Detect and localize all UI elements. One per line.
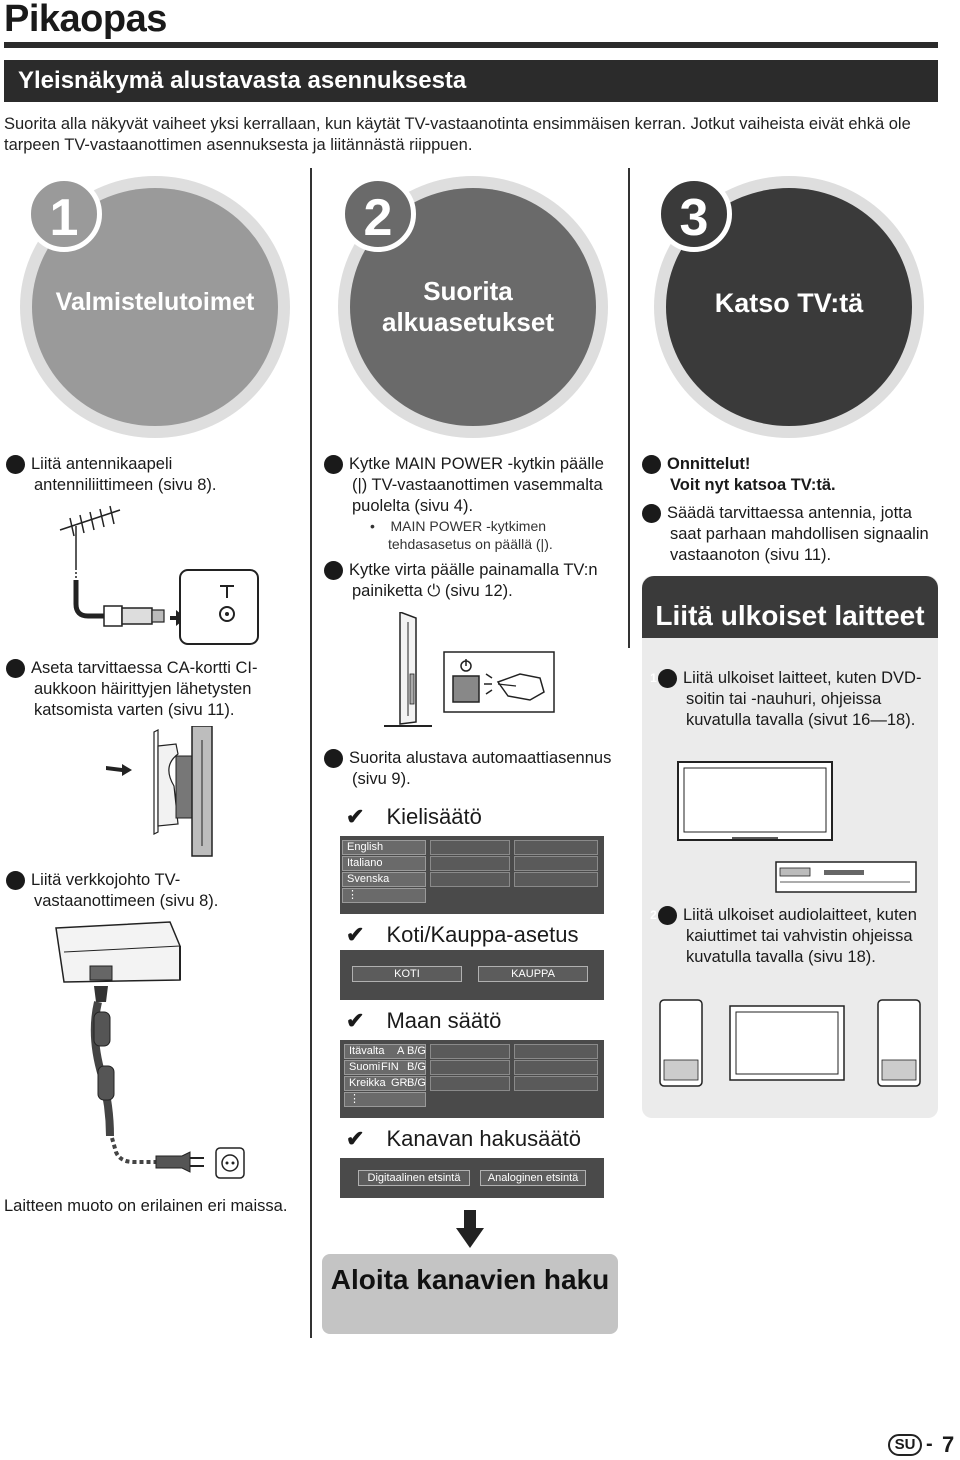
col1-footnote: Laitteen muoto on erilainen eri maissa.	[4, 1197, 288, 1215]
step-number: 2	[650, 906, 677, 925]
country-std: B/G	[407, 1045, 426, 1057]
country-code: A	[397, 1045, 405, 1057]
country-std: B/G	[407, 1061, 426, 1073]
menu-item-english[interactable]: English	[342, 840, 426, 855]
stage-1-circle: 1 Valmistelutoimet	[20, 176, 290, 438]
page-separator: -	[926, 1433, 933, 1455]
country-code: GR	[391, 1077, 408, 1089]
step-text: Liitä antennikaapeli antenniliittimeen (…	[31, 455, 217, 494]
stage-1-label: Valmistelutoimet	[55, 288, 255, 316]
intro-text: Suorita alla näkyvät vaiheet yksi kerral…	[4, 115, 911, 154]
col1-step3: 3 Liitä verkkojohto TV-vastaanottimeen (s…	[0, 870, 296, 912]
country-name: Suomi	[349, 1061, 381, 1073]
stage-2-circle: 2 Suorita alkuasetukset	[338, 176, 608, 438]
col3-ext1: 1 Liitä ulkoiset laitteet, kuten DVD-soit…	[650, 668, 934, 731]
check-language: ✔ Kielisäätö	[346, 804, 482, 830]
step-text: Kytke MAIN POWER -kytkin päälle (|) TV-v…	[349, 455, 604, 515]
antenna-illustration	[59, 505, 259, 645]
page-number: 7	[942, 1432, 955, 1457]
country-name: Itävalta	[349, 1045, 385, 1057]
stage-3-number: 3	[656, 176, 732, 252]
country-item-more: ⋮	[344, 1092, 426, 1107]
digital-search-button[interactable]: Digitaalinen etsintä	[358, 1170, 470, 1186]
down-arrow-icon	[456, 1210, 484, 1248]
page-title: Pikaopas	[4, 0, 167, 40]
home-button[interactable]: KOTI	[352, 966, 462, 982]
step-number: 3	[0, 871, 25, 890]
check-location: ✔ Koti/Kauppa-asetus	[346, 922, 578, 948]
step-number: 2	[316, 561, 343, 580]
col2-step3: 3 Suorita alustava automaattiasennus (siv…	[316, 748, 618, 790]
speakers-illustration	[659, 999, 921, 1087]
check-icon: ✔	[346, 1008, 365, 1033]
check-channel-search: ✔ Kanavan hakusäätö	[346, 1126, 581, 1152]
column-divider-2	[628, 168, 630, 648]
power-button-illustration	[384, 612, 555, 727]
bullet-text: MAIN POWER -kytkimen tehdasasetus on pää…	[388, 518, 553, 552]
check-icon: ✔	[346, 804, 365, 829]
ca-card-illustration	[106, 726, 213, 857]
step-text-line2: Voit nyt katsoa TV:tä.	[670, 476, 836, 494]
stage-2-label: Suorita alkuasetukset	[382, 276, 554, 337]
step-text-line1: Onnittelut!	[667, 455, 751, 473]
check-label: Kielisäätö	[386, 804, 482, 829]
stage-3-circle: 3 Katso TV:tä	[654, 176, 924, 438]
col2-step2: 2 Kytke virta päälle painamalla TV:n pain…	[316, 560, 618, 602]
col2-step1-bullet: • MAIN POWER -kytkimen tehdasasetus on p…	[370, 518, 553, 552]
step-text: Liitä ulkoiset laitteet, kuten DVD-soiti…	[683, 669, 922, 729]
check-icon: ✔	[346, 1126, 365, 1151]
col1-step2: 2 Aseta tarvittaessa CA-kortti CI-aukkoon…	[0, 658, 302, 721]
step-text: Suorita alustava automaattiasennus (sivu…	[349, 749, 612, 788]
menu-item-svenska[interactable]: Svenska	[342, 872, 426, 887]
stage-1-number: 1	[26, 176, 102, 252]
analog-search-button[interactable]: Analoginen etsintä	[480, 1170, 586, 1186]
menu-item-italiano[interactable]: Italiano	[342, 856, 426, 871]
language-menu: English Italiano Svenska ⋮	[340, 836, 604, 914]
menu-item-more: ⋮	[342, 888, 426, 903]
check-label: Maan säätö	[386, 1008, 502, 1033]
check-label: Koti/Kauppa-asetus	[386, 922, 579, 947]
check-icon: ✔	[346, 922, 365, 947]
section-title: Yleisnäkymä alustavasta asennuksesta	[4, 60, 938, 102]
column-divider-1	[310, 168, 312, 1338]
step-number: 1	[634, 455, 661, 474]
col1-step1: 1 Liitä antennikaapeli antenniliittimeen …	[0, 454, 296, 496]
col2-step1: 1 Kytke MAIN POWER -kytkin päälle (|) TV-…	[316, 454, 618, 517]
check-label: Kanavan hakusäätö	[386, 1126, 581, 1151]
tv-dvd-illustration	[677, 761, 917, 893]
step-number: 1	[0, 455, 25, 474]
search-menu: Digitaalinen etsintä Analoginen etsintä	[340, 1158, 604, 1198]
step-number: 2	[0, 659, 25, 678]
title-rule	[4, 42, 938, 48]
power-cord-illustration	[55, 921, 245, 1179]
language-badge: SU	[888, 1434, 922, 1456]
step-text: Kytke virta päälle painamalla TV:n paini…	[349, 561, 598, 600]
step-text: Liitä verkkojohto TV-vastaanottimeen (si…	[31, 871, 219, 910]
step-number: 1	[650, 669, 677, 688]
col3-step2: 2 Säädä tarvittaessa antennia, jotta saat…	[634, 503, 936, 566]
country-std: B/G	[407, 1077, 426, 1089]
location-menu: KOTI KAUPPA	[340, 950, 604, 1000]
step-number: 1	[316, 455, 343, 474]
external-devices-title: Liitä ulkoiset laitteet	[642, 576, 938, 638]
step-number: 3	[316, 749, 343, 768]
step-number: 2	[634, 504, 661, 523]
stage-2-number: 2	[340, 176, 416, 252]
step-text: Säädä tarvittaessa antennia, jotta saat …	[667, 504, 929, 564]
step-text: Aseta tarvittaessa CA-kortti CI-aukkoon …	[31, 659, 258, 719]
country-name: Kreikka	[349, 1077, 386, 1089]
country-code: FIN	[381, 1061, 399, 1073]
col3-step1: 1 Onnittelut! Voit nyt katsoa TV:tä.	[634, 454, 936, 496]
start-search-box: Aloita kanavien haku	[322, 1254, 618, 1334]
store-button[interactable]: KAUPPA	[478, 966, 588, 982]
check-country: ✔ Maan säätö	[346, 1008, 501, 1034]
stage-3-label: Katso TV:tä	[714, 288, 864, 318]
col3-ext2: 2 Liitä ulkoiset audiolaitteet, kuten kai…	[650, 905, 934, 968]
step-text: Liitä ulkoiset audiolaitteet, kuten kaiu…	[683, 906, 917, 966]
